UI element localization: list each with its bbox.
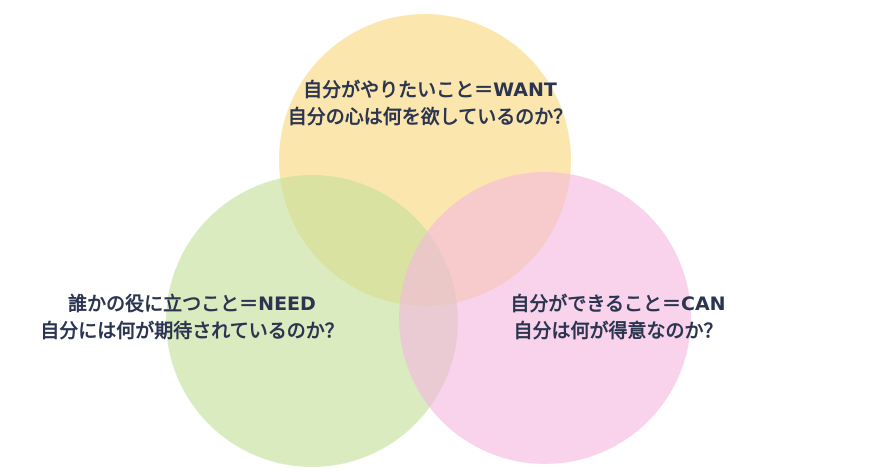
- can-label: 自分ができること＝CAN 自分は何が得意なのか？: [510, 291, 725, 345]
- need-question: 自分には何が期待されているのか？: [40, 320, 344, 342]
- can-title: 自分ができること＝CAN: [510, 293, 726, 315]
- need-circle: [166, 175, 458, 467]
- can-question: 自分は何が得意なのか？: [513, 320, 723, 342]
- want-label: 自分がやりたいこと＝WANT 自分の心は何を欲しているのか？: [288, 77, 572, 131]
- can-circle: [399, 172, 691, 464]
- want-title: 自分がやりたいこと＝WANT: [303, 79, 557, 101]
- need-label: 誰かの役に立つこと＝NEED 自分には何が期待されているのか？: [40, 291, 343, 345]
- want-question: 自分の心は何を欲しているのか？: [287, 106, 573, 128]
- need-title: 誰かの役に立つこと＝NEED: [68, 293, 316, 315]
